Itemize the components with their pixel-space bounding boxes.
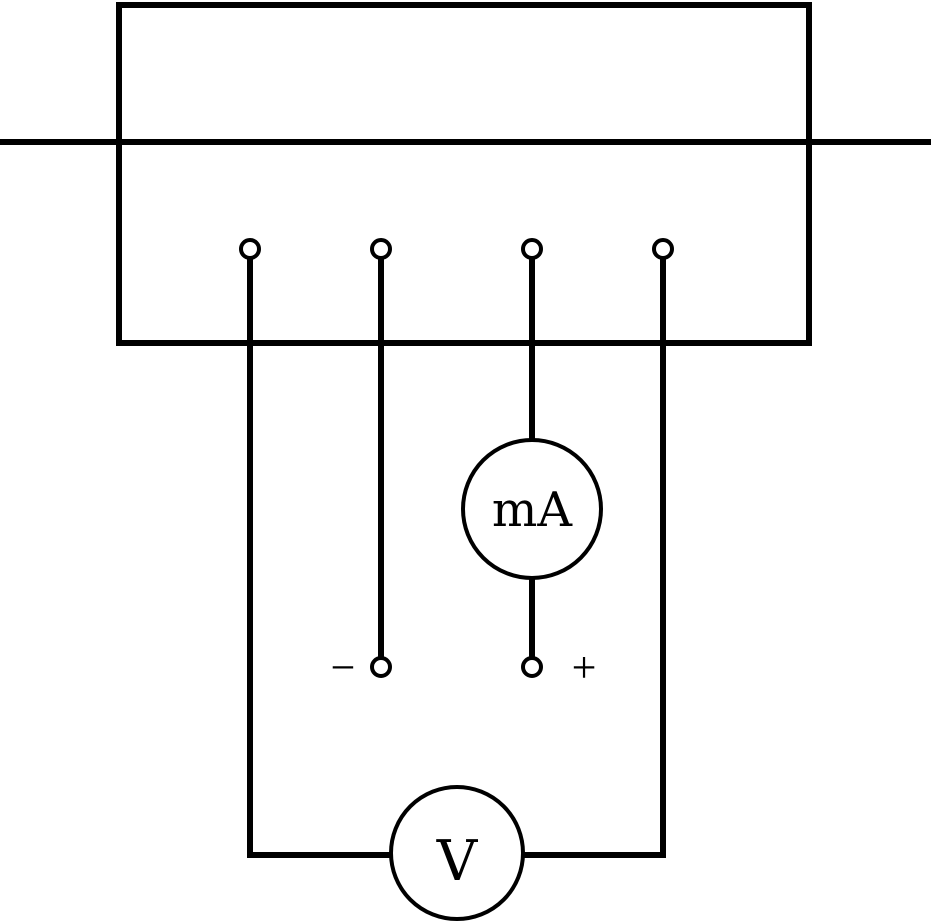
probe-terminal-1	[239, 238, 261, 260]
probe-terminal-2	[370, 238, 392, 260]
positive-sign-label: +	[572, 643, 597, 692]
probe-terminal-4	[652, 238, 674, 260]
sample-housing	[116, 2, 812, 346]
voltmeter-label: V	[436, 829, 479, 894]
negative-sign-label: −	[331, 643, 356, 692]
voltmeter-circle	[389, 785, 525, 921]
ammeter-circle	[461, 438, 603, 580]
voltage-lead-left	[247, 246, 395, 858]
ammeter: mA	[461, 438, 603, 580]
probe-terminal-3	[521, 238, 543, 260]
positive-supply-terminal	[521, 656, 543, 678]
negative-supply-terminal	[370, 656, 392, 678]
voltage-lead-right	[519, 246, 666, 858]
ammeter-label: mA	[492, 482, 574, 538]
voltmeter: V	[389, 785, 525, 921]
